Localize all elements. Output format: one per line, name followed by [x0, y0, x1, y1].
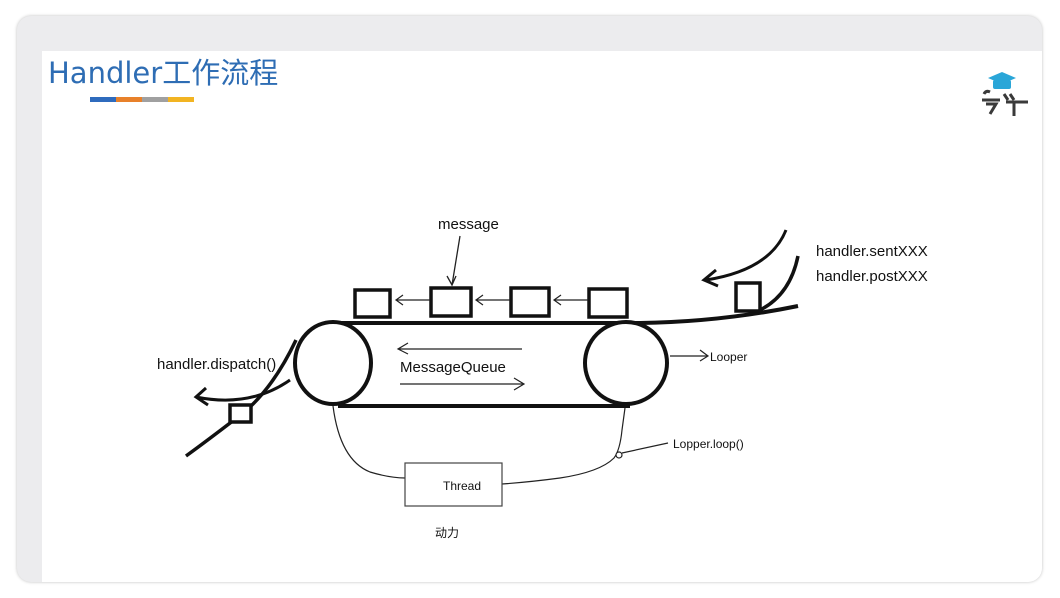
incoming-message-box	[734, 281, 762, 313]
queue-right-arrow	[400, 377, 526, 391]
message-pointer-arrow	[446, 235, 461, 287]
message-box-3	[509, 286, 551, 318]
incoming-curve	[759, 255, 800, 312]
loop-pointer	[621, 442, 669, 454]
box-arrows	[394, 294, 588, 306]
belt-top	[330, 304, 799, 325]
message-box-1	[353, 288, 392, 319]
looper-label: Looper	[710, 350, 747, 364]
incoming-arrow	[701, 229, 788, 288]
right-wheel	[583, 320, 669, 406]
outgoing-arrow	[193, 378, 291, 407]
message-box-4	[587, 287, 629, 319]
thread-box	[404, 462, 503, 507]
thread-left-curve	[332, 405, 406, 479]
message-box-2	[429, 286, 473, 318]
loop-connector	[615, 451, 623, 459]
outgoing-message-box	[228, 403, 253, 424]
lopper-loop-label: Lopper.loop()	[673, 437, 744, 451]
looper-arrow	[670, 349, 710, 362]
message-label: message	[438, 216, 499, 233]
title-underline-orange	[116, 97, 142, 102]
title-underline-yellow	[168, 97, 194, 102]
title-underline-gray	[142, 97, 168, 102]
title-underline-blue	[90, 97, 116, 102]
thread-label: Thread	[443, 479, 481, 493]
handler-sent-label: handler.sentXXX	[816, 243, 928, 260]
graduation-cap-icon	[970, 70, 1030, 130]
power-label: 动力	[435, 526, 459, 540]
queue-left-arrow	[396, 342, 522, 355]
handler-post-label: handler.postXXX	[816, 268, 928, 285]
handler-dispatch-label: handler.dispatch()	[157, 356, 276, 373]
thread-right-curve	[501, 407, 626, 485]
slide-title: Handler工作流程	[48, 56, 279, 90]
left-wheel	[293, 320, 373, 406]
message-queue-label: MessageQueue	[400, 359, 506, 376]
